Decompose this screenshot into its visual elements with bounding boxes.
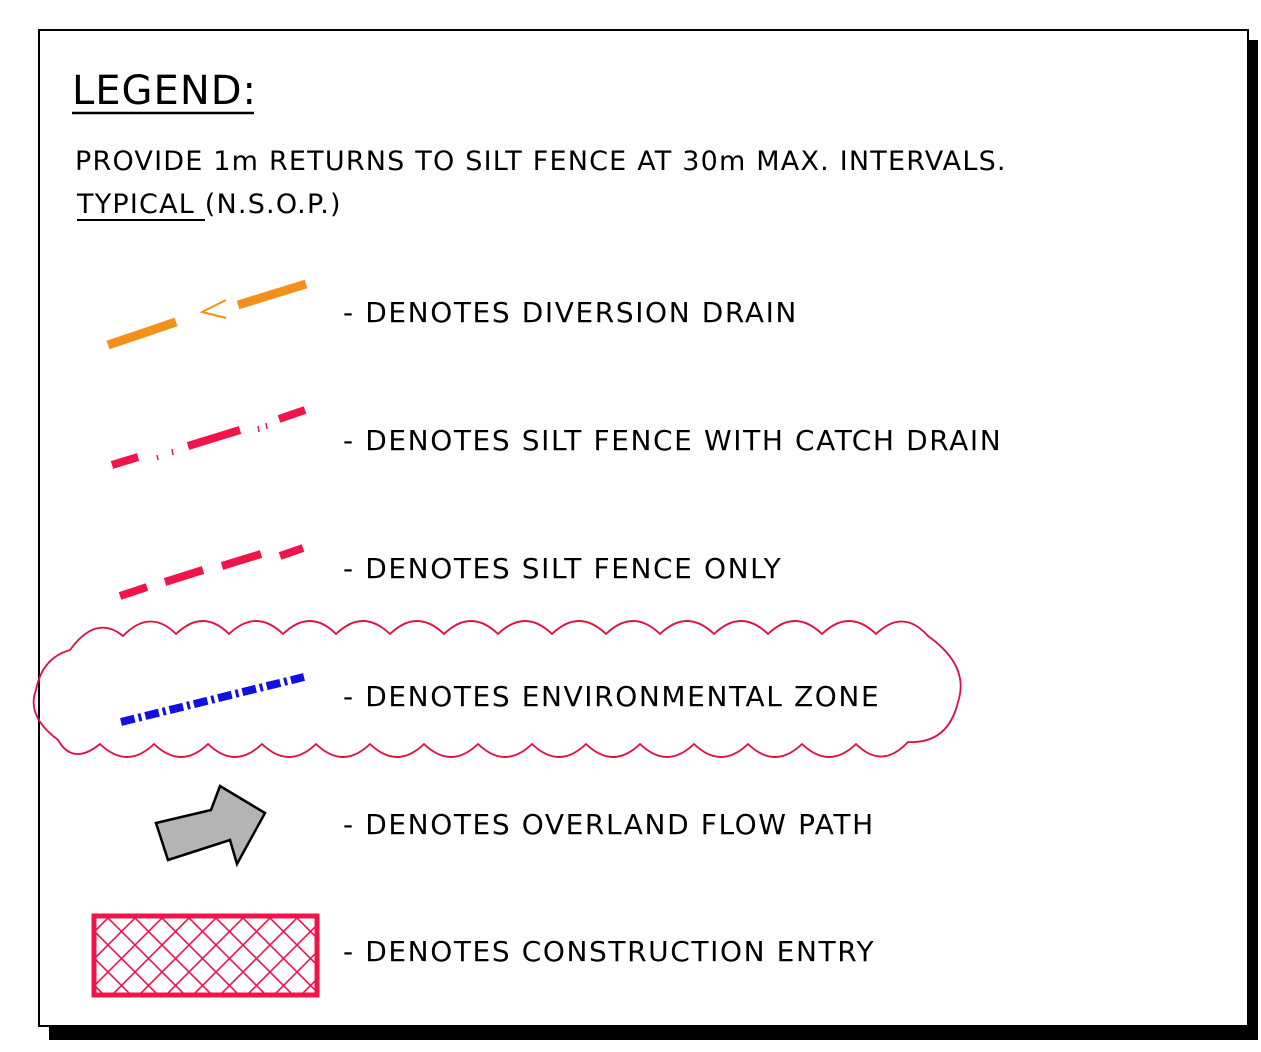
environmental-zone-cloud	[32, 620, 962, 758]
silt-fence-only-symbol	[118, 544, 305, 600]
diversion-drain-symbol	[106, 279, 308, 350]
label-environmental-zone: - DENOTES ENVIRONMENTAL ZONE	[343, 680, 880, 713]
label-silt-fence-only: - DENOTES SILT FENCE ONLY	[343, 552, 782, 585]
label-diversion-drain: - DENOTES DIVERSION DRAIN	[343, 296, 798, 329]
note-suffix: (N.S.O.P.)	[195, 189, 342, 220]
legend-panel	[38, 29, 1249, 1027]
overland-flow-path-arrow-icon	[154, 784, 267, 868]
note-line-1: PROVIDE 1m RETURNS TO SILT FENCE AT 30m …	[75, 146, 1007, 177]
environmental-zone-symbol	[120, 673, 305, 726]
label-silt-fence-with-catch-drain: - DENOTES SILT FENCE WITH CATCH DRAIN	[343, 424, 1002, 457]
note-line-2: TYPICAL (N.S.O.P.)	[76, 189, 342, 220]
silt-fence-with-catch-drain-symbol	[110, 406, 307, 469]
note-typical: TYPICAL	[76, 189, 195, 220]
label-construction-entry: - DENOTES CONSTRUCTION ENTRY	[343, 935, 875, 968]
legend-title: LEGEND:	[72, 68, 257, 114]
construction-entry-symbol	[91, 913, 320, 998]
label-overland-flow-path: - DENOTES OVERLAND FLOW PATH	[343, 808, 875, 841]
